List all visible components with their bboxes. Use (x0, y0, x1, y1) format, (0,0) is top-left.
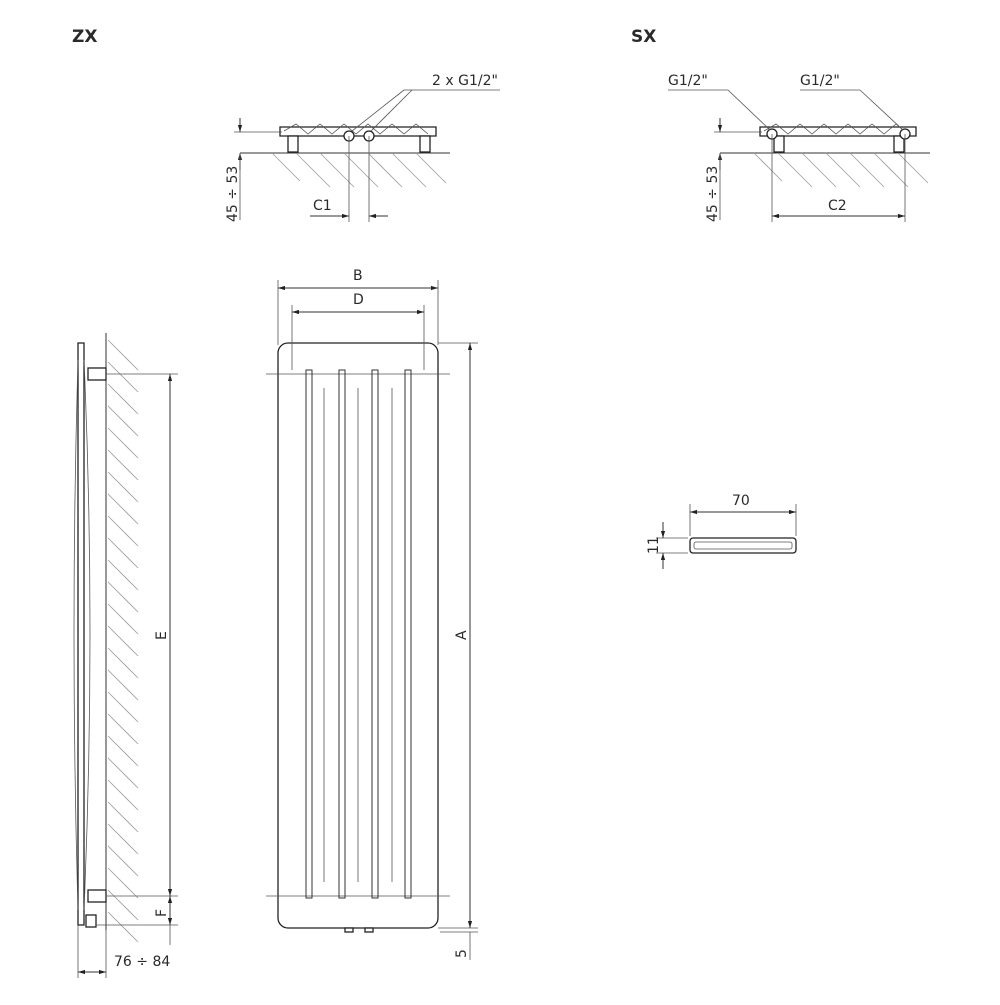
zx-wall-hatch (240, 152, 450, 188)
zx-connection-label: 2 x G1/2" (432, 73, 498, 89)
zx-title: ZX (72, 27, 97, 47)
front-slot (305, 369, 313, 899)
zx-c1-label: C1 (313, 198, 332, 214)
side-view: E F 76 ÷ 84 (73, 333, 178, 978)
sx-view: SX G1/2" G1/2" (631, 27, 930, 222)
side-bracket-top (87, 367, 107, 381)
sx-radiator-profile (759, 123, 917, 222)
side-e-label: E (154, 631, 170, 640)
front-slots (305, 369, 412, 899)
front-view: B D A 5 (266, 268, 478, 960)
zx-height-label: 45 ÷ 53 (225, 166, 241, 222)
section-width-label: 70 (732, 493, 750, 509)
side-panel (77, 342, 85, 926)
side-depth-label: 76 ÷ 84 (114, 954, 170, 970)
section-height-label: 11 (646, 536, 662, 554)
front-slot (371, 369, 379, 899)
zx-radiator-profile (279, 123, 437, 222)
front-d-label: D (353, 292, 364, 308)
sx-height-label: 45 ÷ 53 (705, 166, 721, 222)
front-slot (338, 369, 346, 899)
side-f-label: F (154, 909, 170, 917)
section-tube (689, 537, 797, 554)
side-wall-hatch (107, 339, 139, 943)
sx-wall-hatch (720, 152, 930, 188)
front-b-label: B (353, 268, 363, 284)
front-slot (404, 369, 412, 899)
sx-c2-label: C2 (828, 198, 847, 214)
side-bracket-bottom (87, 889, 107, 903)
sx-connection-left-label: G1/2" (668, 73, 708, 89)
section-view: 70 11 (646, 493, 797, 569)
zx-view: ZX 2 x G1/2" (72, 27, 500, 222)
front-bottom-gap-label: 5 (454, 949, 470, 958)
sx-connection-right-label: G1/2" (800, 73, 840, 89)
front-a-label: A (454, 630, 470, 640)
sx-title: SX (631, 27, 656, 47)
